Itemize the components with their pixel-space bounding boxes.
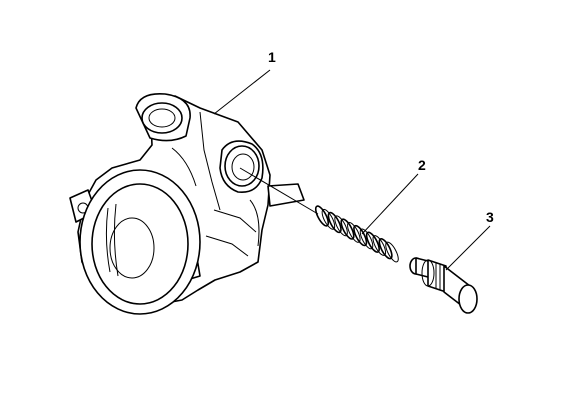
casting-line-1 <box>199 111 221 211</box>
casting-line-5 <box>171 147 197 187</box>
leader-line-3 <box>445 225 491 271</box>
assembly-centerline <box>239 167 319 215</box>
top-port-inner <box>148 108 176 128</box>
spring-coil <box>385 241 399 263</box>
callout-2: 2 <box>418 157 426 173</box>
valve-bore-inner <box>231 153 255 181</box>
leader-line-1 <box>213 69 271 115</box>
leader-line-2 <box>361 173 419 235</box>
spring-coil <box>314 205 330 227</box>
reservoir-cover <box>79 169 201 315</box>
valve-land-1-face <box>421 259 435 287</box>
spring-coil <box>327 211 342 234</box>
flow-control-spring <box>314 205 399 263</box>
pump-assembly <box>69 92 305 315</box>
top-port-opening <box>141 102 183 134</box>
cover-shading <box>105 207 111 273</box>
callout-1: 1 <box>268 49 276 65</box>
spring-coil <box>365 231 380 253</box>
callout-3: 3 <box>486 209 494 225</box>
casting-line-4 <box>249 199 260 247</box>
spring-coil <box>378 238 393 260</box>
casting-line-3 <box>205 235 249 257</box>
reservoir-cover-center <box>109 217 155 279</box>
reservoir-cover-rim <box>91 183 189 305</box>
casting-line-2 <box>213 209 257 233</box>
cover-shading-2 <box>113 203 119 277</box>
flow-control-valve <box>409 257 478 314</box>
valve-end-face <box>458 284 478 314</box>
